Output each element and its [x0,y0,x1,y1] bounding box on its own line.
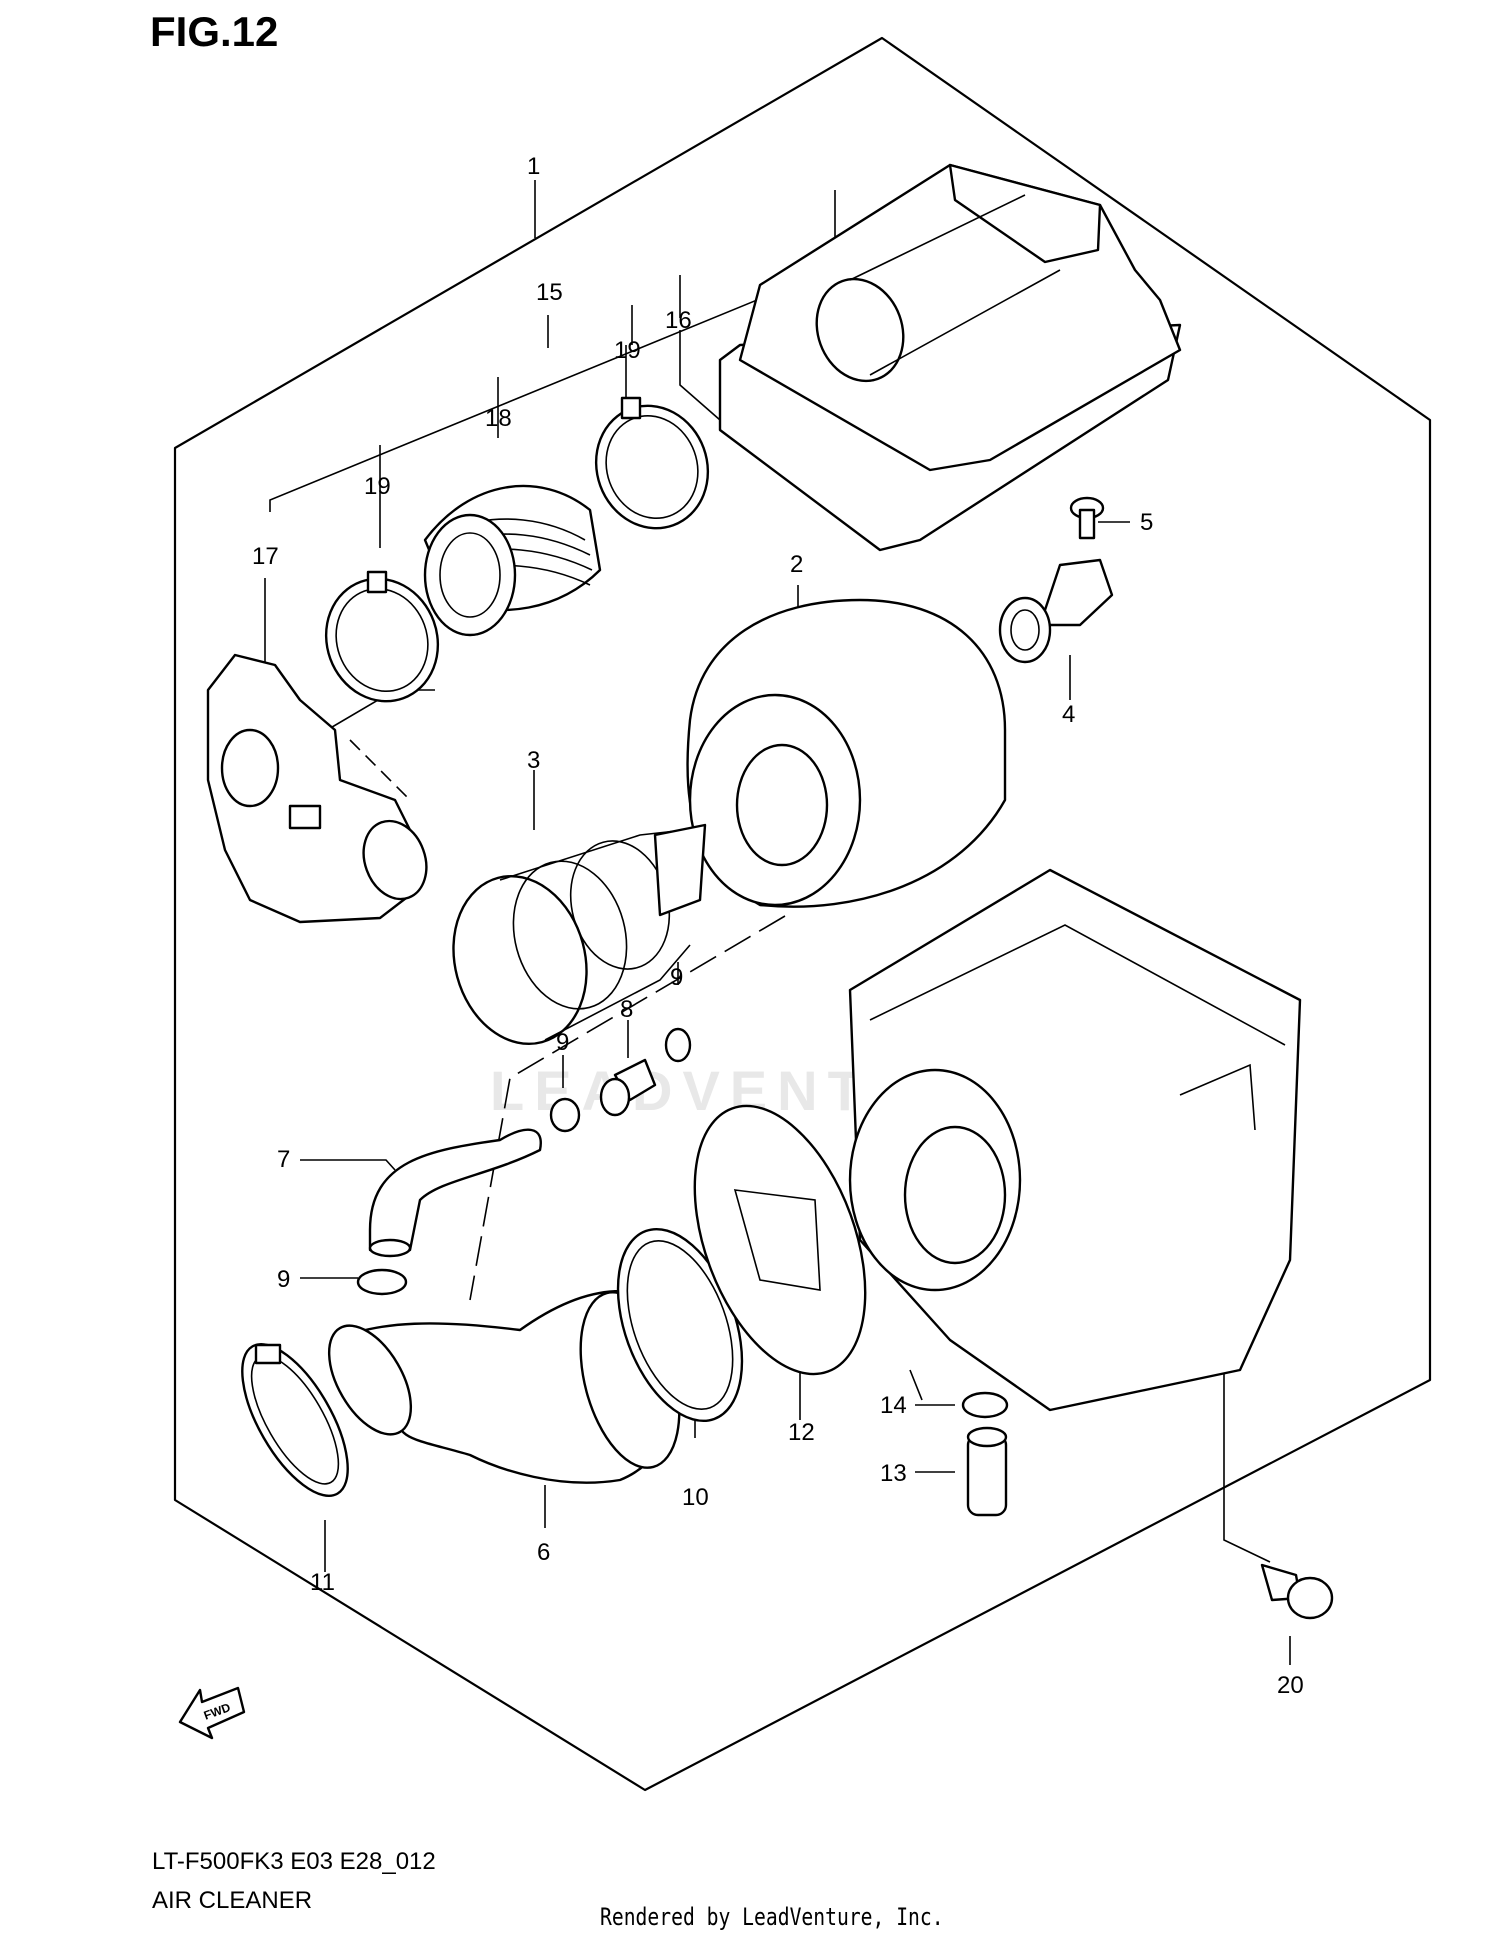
part-10-clamp [616,1227,744,1423]
callout-17: 17 [252,543,279,570]
part-3-filter-cage [452,823,707,1046]
callout-13: 13 [880,1460,907,1487]
callout-1: 1 [527,153,540,180]
part-20-bolt [1260,1563,1334,1620]
part-9-clips [356,1027,692,1296]
part-4-drain-plug [998,558,1114,664]
part-14-clip [961,1391,1009,1419]
callout-9a: 9 [670,964,683,991]
model-code: LT-F500FK3 E03 E28_012 [152,1848,436,1875]
assembly-boundary [173,36,1432,1792]
callout-10: 10 [682,1484,709,1511]
callout-14: 14 [880,1392,907,1419]
callout-9c: 9 [277,1266,290,1293]
callout-4: 4 [1062,701,1075,728]
callout-19a: 19 [614,337,641,364]
part-2-filter-element [686,598,1007,908]
callout-5: 5 [1140,509,1153,536]
callout-20: 20 [1277,1672,1304,1699]
callout-3: 3 [527,747,540,774]
callout-11: 11 [310,1569,335,1596]
callout-16: 16 [665,307,692,334]
callout-15: 15 [536,279,563,306]
callout-6: 6 [537,1539,550,1566]
part-8-fitting [599,1058,657,1117]
callout-9b: 9 [556,1029,569,1056]
rendered-by: Rendered by LeadVenture, Inc. [600,1903,944,1931]
part-19-clamp-lower [324,570,440,703]
part-17-intake-duct [206,653,428,924]
fwd-arrow: FWD [178,1686,246,1740]
callout-19b: 19 [364,473,391,500]
section-name: AIR CLEANER [152,1887,313,1914]
callout-7: 7 [277,1146,290,1173]
callout-12: 12 [788,1419,815,1446]
part-1-air-box-case [848,868,1302,1412]
part-18-hose [423,484,602,637]
part-12-screen [693,1104,867,1376]
part-13-drain-tube [966,1426,1008,1517]
part-7-breather-hose [368,1128,542,1258]
part-19-clamp-upper [594,396,710,530]
callout-numbers: 1 15 16 19 18 19 17 5 2 4 3 9 8 9 7 9 12… [252,153,1304,1699]
callout-18: 18 [485,405,512,432]
part-11-clamp [241,1343,349,1497]
callout-2: 2 [790,551,803,578]
figure-title: FIG.12 [150,8,279,55]
part-5-screw [1069,496,1105,540]
part-16-air-box-cover [718,163,1182,552]
callout-8: 8 [620,996,633,1023]
